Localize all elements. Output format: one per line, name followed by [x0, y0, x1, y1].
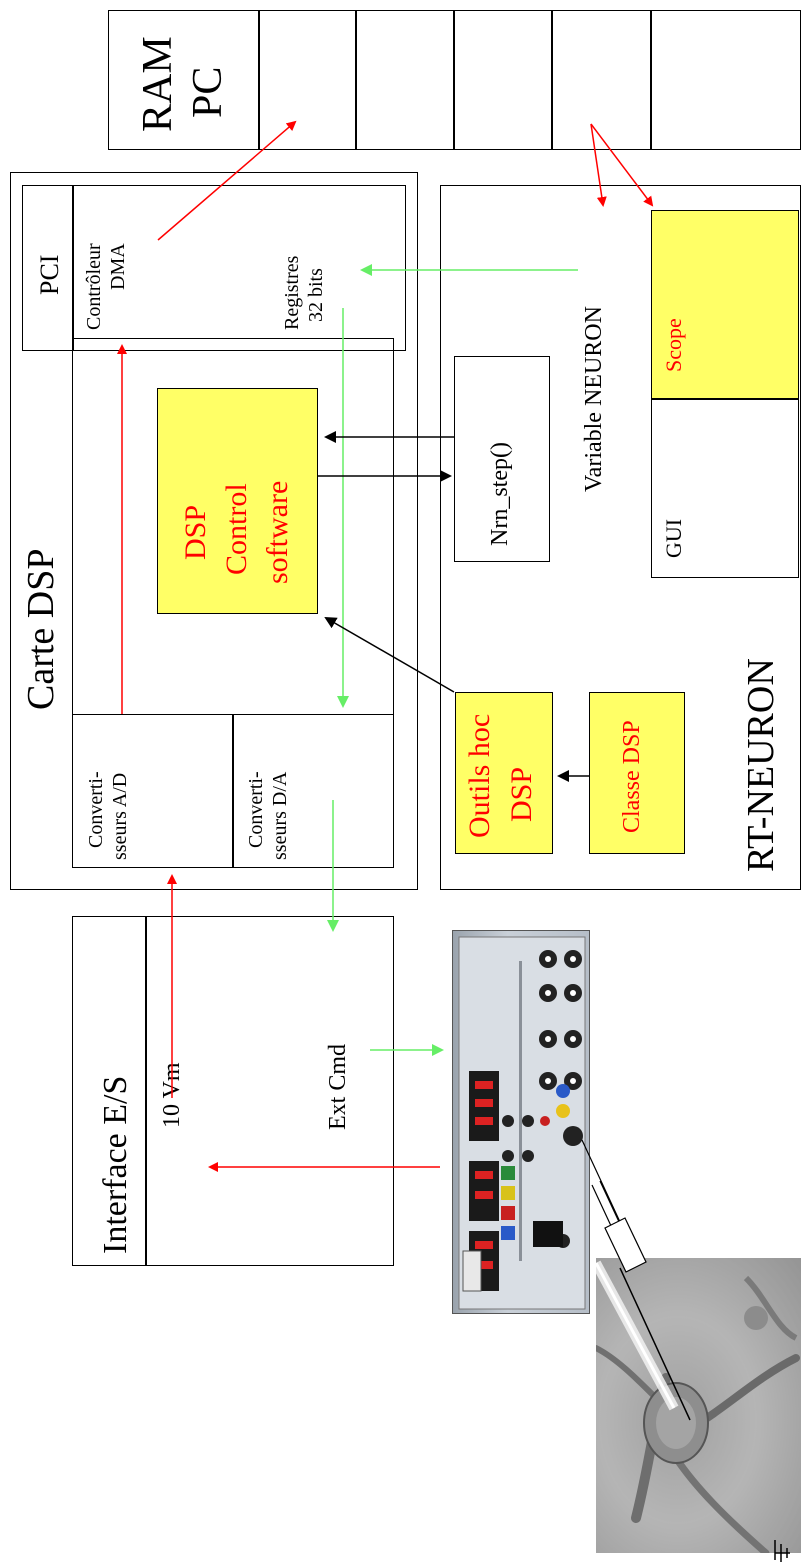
nrn-step-label: Nrn_step() [488, 442, 513, 546]
classe-dsp-label: Classe DSP [620, 720, 645, 833]
interface-es-title: Interface E/S [98, 1076, 134, 1254]
da-converter-label-2: sseurs D/A [270, 772, 291, 860]
neuron-cell-drawing [596, 1258, 801, 1553]
scope-label: Scope [662, 318, 685, 372]
scope-gui-divider [651, 398, 799, 400]
variable-neuron-label: Variable NEURON [582, 306, 607, 492]
gui-label: GUI [662, 519, 685, 558]
amplifier-photo [452, 930, 590, 1314]
amplifier-front-panel [453, 931, 590, 1314]
rt-neuron-title: RT-NEURON [742, 658, 782, 872]
ram-pc-divider [650, 10, 652, 150]
pci-label: PCI [36, 255, 63, 295]
pci-divider [72, 185, 74, 351]
ext-cmd-label: Ext Cmd [326, 1044, 351, 1130]
pc-label: PC [186, 67, 230, 118]
interface-divider [145, 916, 147, 1266]
vm-label: 10 Vm [160, 1062, 185, 1128]
ad-converter-label-2: sseurs A/D [110, 773, 131, 860]
converters-divider [232, 714, 234, 868]
software-label: software [262, 481, 294, 584]
neuron-microscopy-photo [596, 1258, 801, 1553]
controleur-dma-label-2: DMA [108, 243, 129, 290]
ad-converter-label-1: Converti- [86, 771, 107, 848]
ram-pc-divider [551, 10, 553, 150]
ram-pc-divider [453, 10, 455, 150]
carte-dsp-title: Carte DSP [22, 549, 62, 711]
dsp-label: DSP [180, 505, 212, 560]
outils-hoc-label-1: Outils hoc [464, 714, 496, 838]
ram-label: RAM [136, 36, 180, 132]
ram-pc-divider [355, 10, 357, 150]
pci-box [22, 185, 406, 351]
ram-pc-divider [258, 10, 260, 150]
control-label: Control [221, 483, 253, 575]
da-converter-label-1: Converti- [246, 771, 267, 848]
registres-label-1: Registres [282, 256, 303, 330]
outils-hoc-label-2: DSP [506, 767, 538, 822]
controleur-dma-label-1: Contrôleur [84, 243, 105, 330]
registres-label-2: 32 bits [306, 268, 327, 322]
